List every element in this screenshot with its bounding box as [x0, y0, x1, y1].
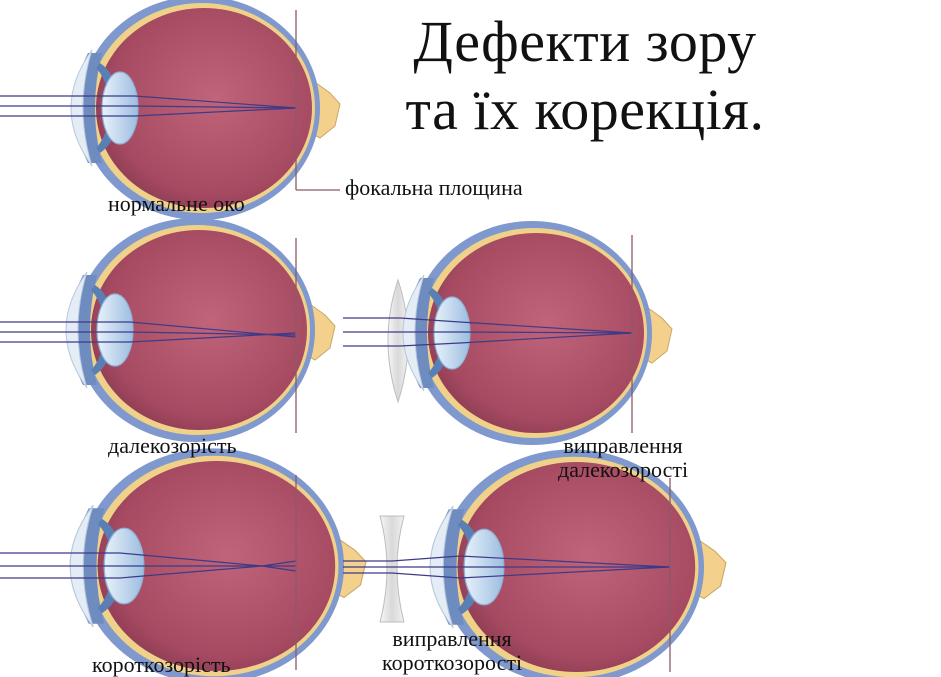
- label-myopia-correction-line-1: виправлення: [392, 626, 512, 651]
- label-hyperopia-correction-line-2: далекозорості: [558, 457, 689, 482]
- page-title: Дефекти зору та їх корекція.: [360, 8, 810, 144]
- myopic-eye: [69, 447, 367, 677]
- concave-lens: [379, 515, 405, 623]
- label-hyperopia-correction: виправлення далекозорості: [558, 434, 688, 482]
- corrected-myopia-rays: [343, 555, 671, 579]
- label-hyperopia-correction-line-1: виправлення: [563, 433, 683, 458]
- normal-eye: [70, 0, 341, 221]
- hyperopic-eye-rays: [0, 321, 297, 343]
- label-myopia-correction: виправлення короткозорості: [382, 627, 522, 675]
- normal-eye-rays: [0, 95, 297, 117]
- focal-plane-line-normal: [295, 10, 340, 191]
- label-myopia-correction-line-2: короткозорості: [382, 650, 523, 675]
- label-normal-eye: нормальне око: [108, 191, 245, 216]
- hyperopic-eye: [65, 217, 336, 443]
- myopic-eye-rays: [0, 552, 297, 579]
- corrected-hyperopia-rays: [343, 317, 633, 347]
- label-hyperopia: далекозорість: [108, 433, 237, 458]
- title-line-2: та їх корекція.: [405, 77, 765, 142]
- title-line-1: Дефекти зору: [413, 9, 757, 74]
- label-focal-plane: фокальна площина: [345, 175, 523, 200]
- label-myopia: короткозорість: [92, 652, 231, 677]
